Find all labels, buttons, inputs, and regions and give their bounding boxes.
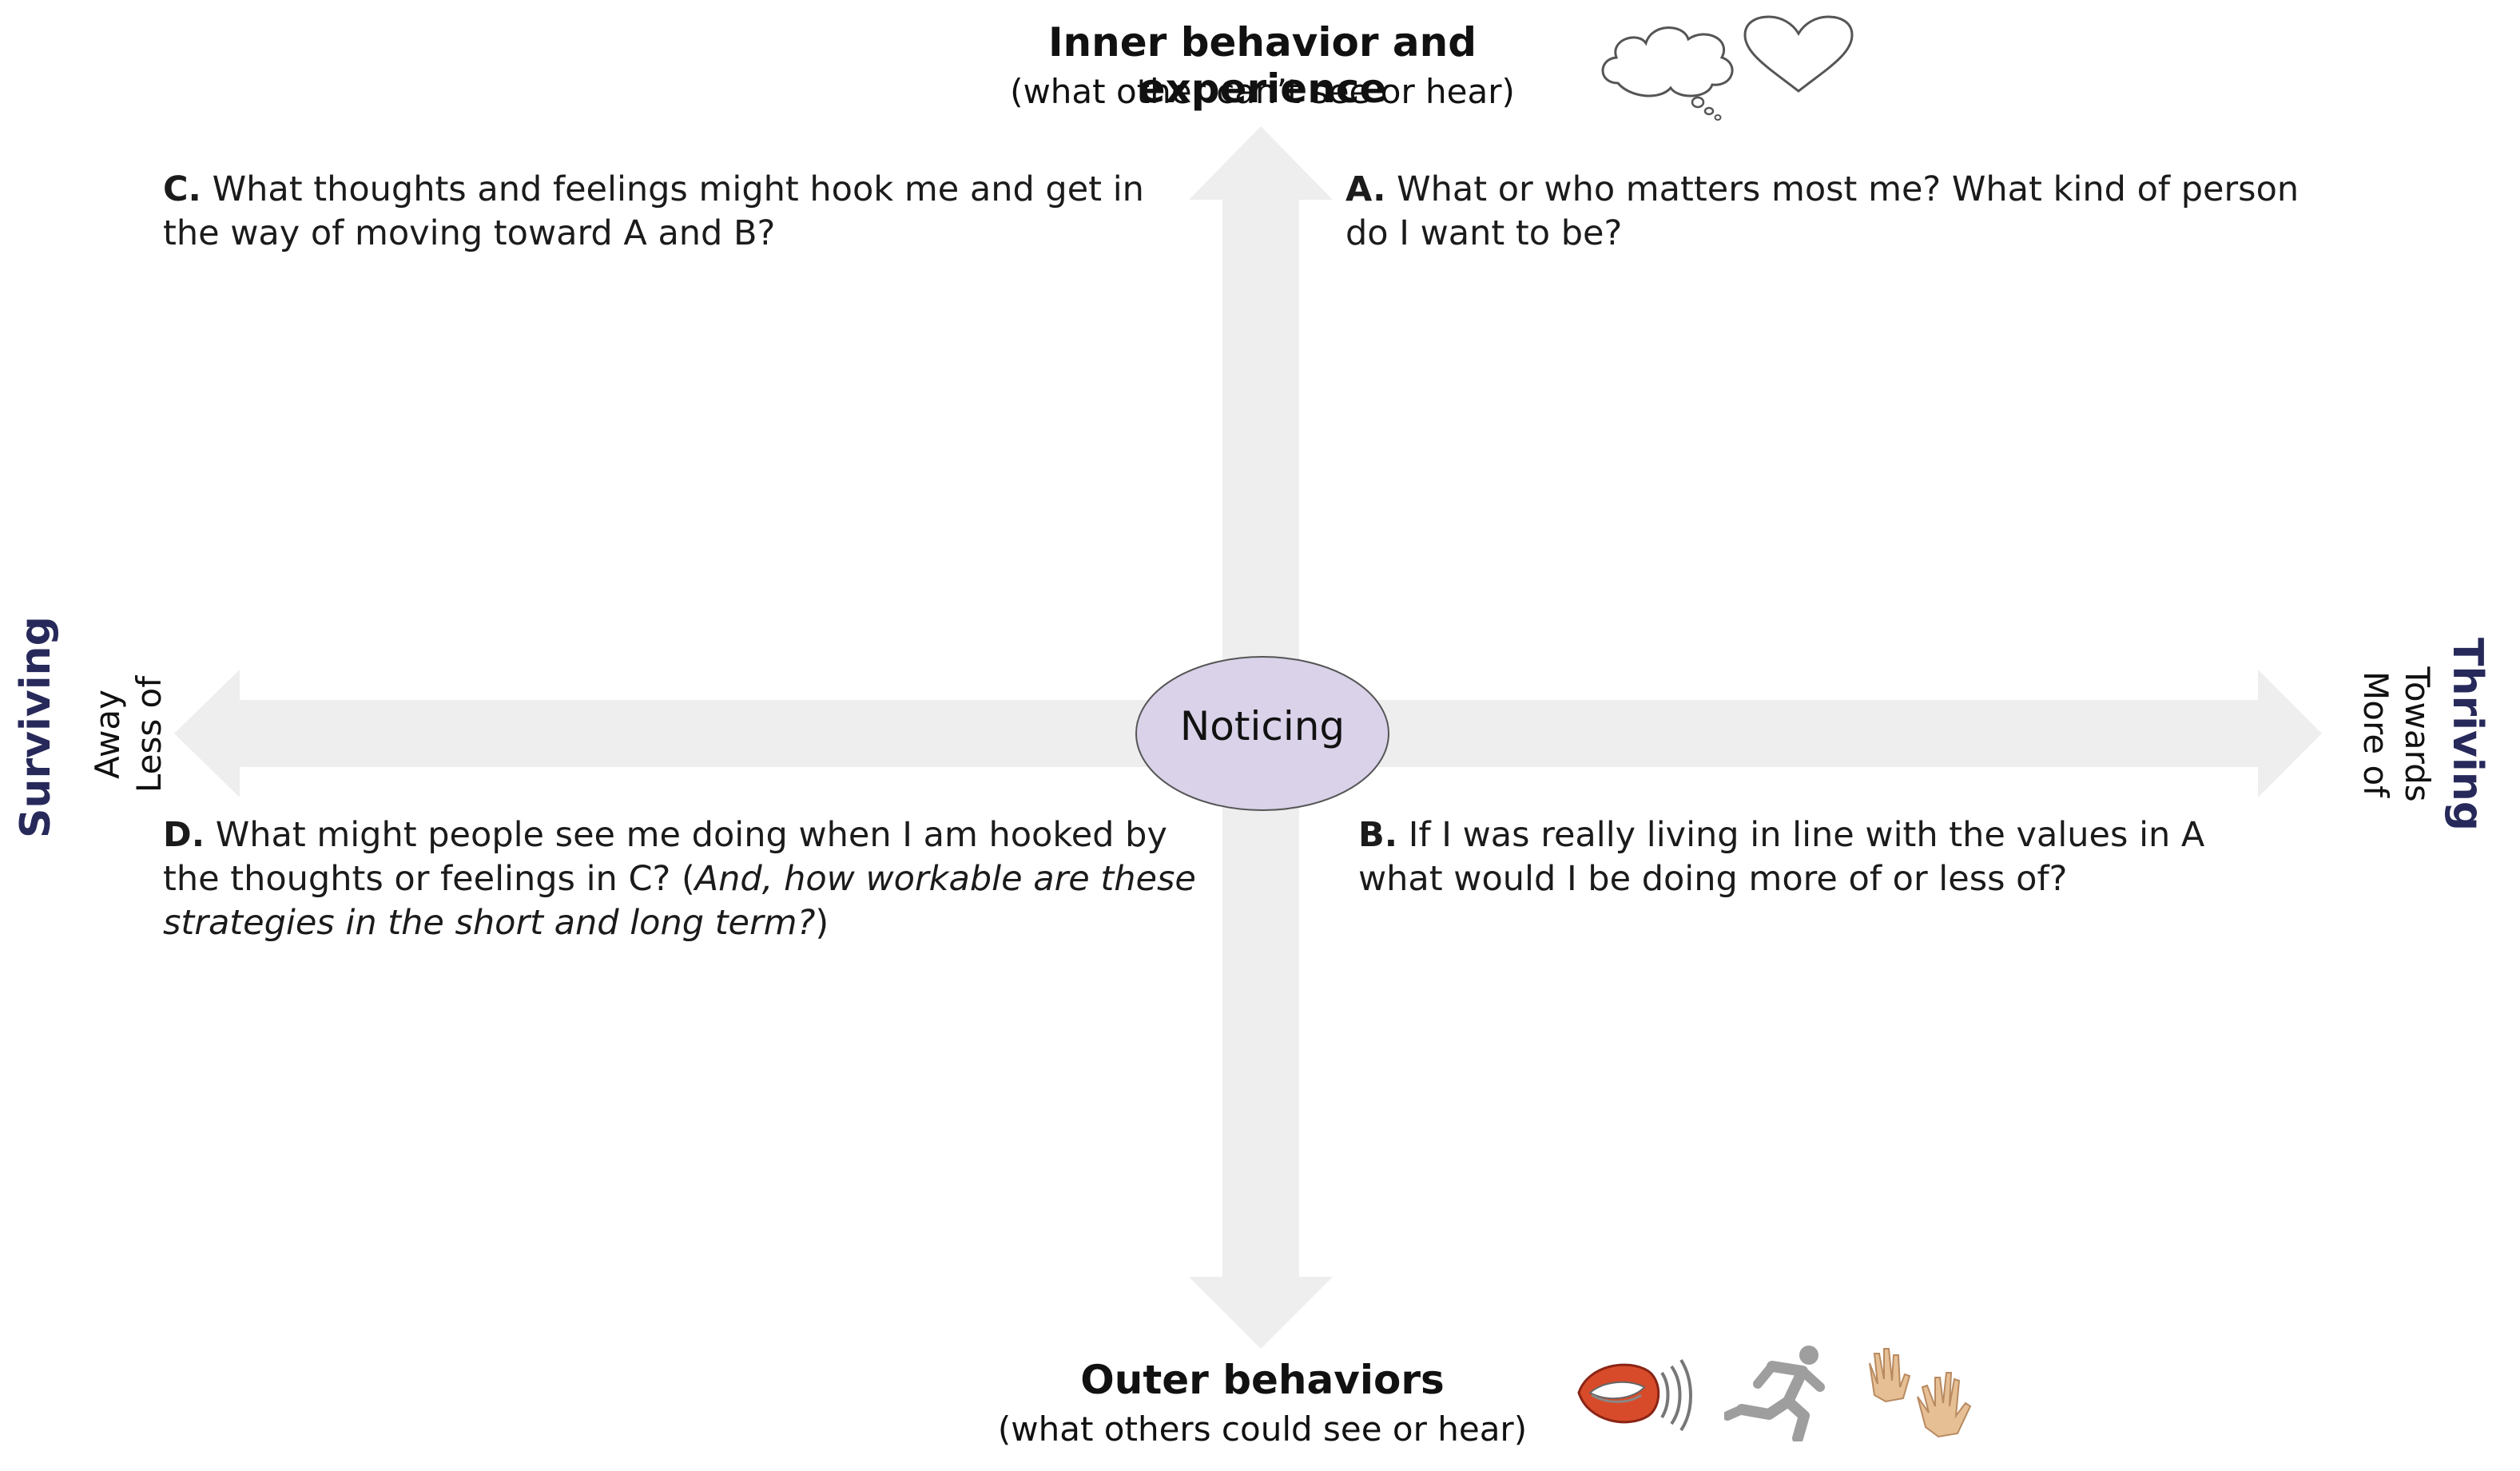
noticing-label: Noticing — [1179, 703, 1345, 749]
outer-behaviors-subtitle: (what others could see or hear) — [997, 1409, 1528, 1449]
thriving-label: Thriving — [2443, 638, 2491, 831]
less-of-label: Less of — [129, 675, 169, 793]
quadrant-a-letter: A. — [1345, 169, 1386, 209]
quadrant-b: B. If I was really living in line with t… — [1358, 813, 2277, 901]
surviving-label: Surviving — [12, 616, 60, 838]
quadrant-d-letter: D. — [163, 815, 205, 855]
quadrant-c-letter: C. — [163, 169, 201, 209]
mouth-speaking-icon — [1577, 1358, 1692, 1432]
towards-label: Towards — [2398, 666, 2437, 802]
inner-behavior-subtitle: (what other can’t see or hear) — [1010, 72, 1515, 111]
more-of-label: More of — [2356, 671, 2395, 797]
quadrant-b-text: If I was really living in line with the … — [1358, 815, 2205, 899]
heart-icon — [1743, 15, 1854, 93]
thought-cloud-icon — [1601, 26, 1734, 121]
running-person-icon — [1724, 1346, 1825, 1441]
quadrant-d-text: What might people see me doing when I am… — [163, 815, 1167, 899]
outer-behaviors-title: Outer behaviors — [1080, 1357, 1445, 1403]
quadrant-a: A. What or who matters most me? What kin… — [1345, 168, 2352, 256]
quadrant-c: C. What thoughts and feelings might hook… — [163, 168, 1162, 256]
quadrant-a-text: What or who matters most me? What kind o… — [1345, 169, 2299, 253]
hands-icon — [1869, 1348, 1972, 1438]
quadrant-c-text: What thoughts and feelings might hook me… — [163, 169, 1144, 253]
quadrant-b-letter: B. — [1358, 815, 1398, 855]
quadrant-d-italic: And, how workable are these strategies i… — [163, 859, 1196, 943]
noticing-ellipse — [1135, 656, 1389, 811]
away-label: Away — [88, 690, 127, 779]
inner-behavior-title: Inner behavior and experience — [1047, 19, 1477, 112]
quadrant-d-close: ) — [815, 903, 829, 943]
quadrant-d: D. What might people see me doing when I… — [163, 813, 1202, 945]
